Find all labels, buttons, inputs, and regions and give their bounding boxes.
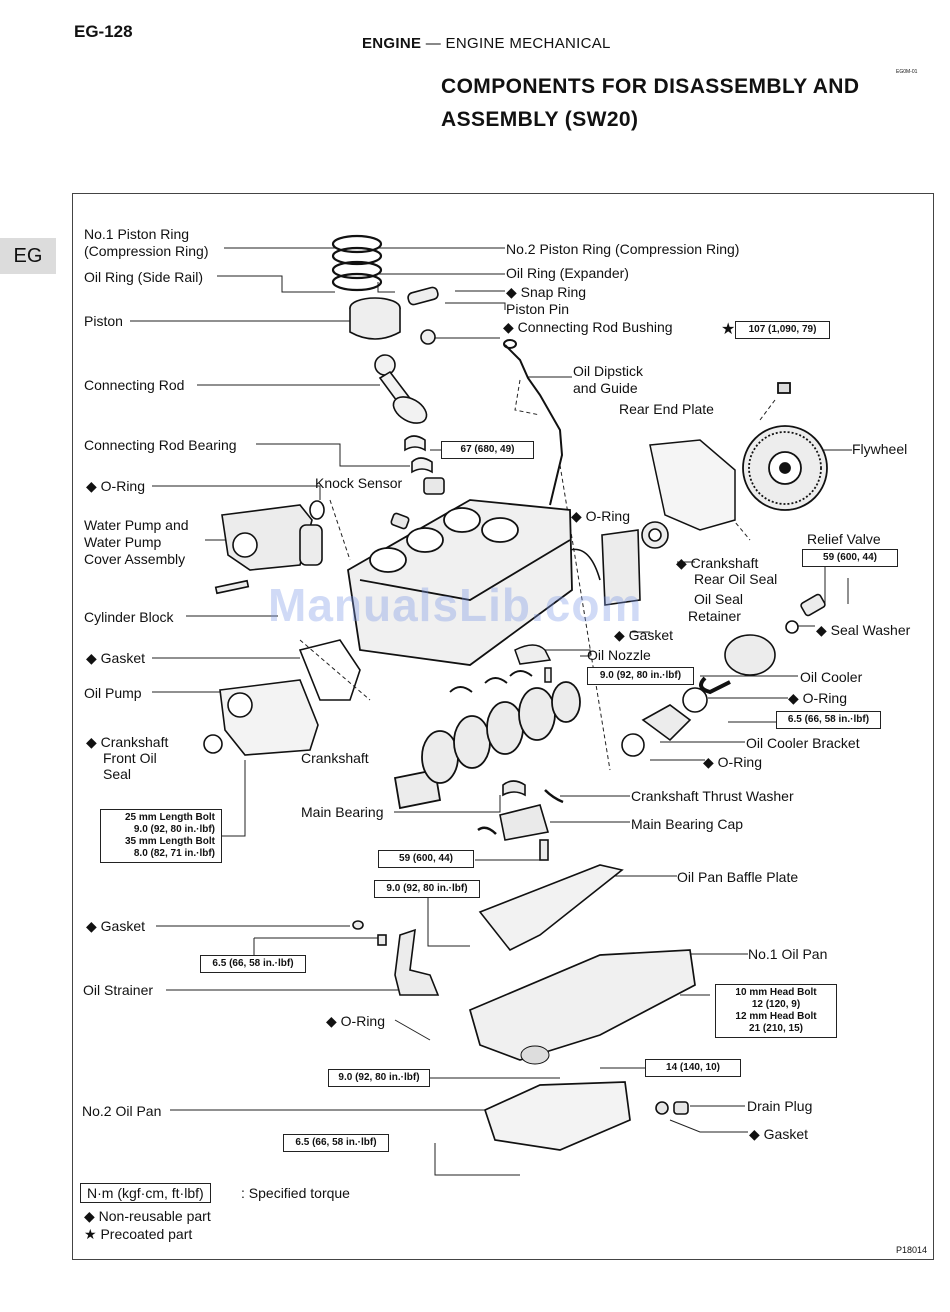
diagram-frame bbox=[72, 193, 934, 1260]
torque-oil-pump-bolts: 25 mm Length Bolt 9.0 (92, 80 in.·lbf) 3… bbox=[100, 809, 222, 863]
label-flywheel: Flywheel bbox=[852, 441, 908, 457]
label-oil-pump: Oil Pump bbox=[84, 685, 142, 701]
torque-no1-oil-pan-nut: 9.0 (92, 80 in.·lbf) bbox=[328, 1069, 430, 1087]
label-no1-piston-ring: No.1 Piston Ring bbox=[84, 226, 190, 242]
section-rest: — ENGINE MECHANICAL bbox=[421, 35, 611, 52]
label-knock-sensor: Knock Sensor bbox=[315, 475, 403, 491]
section-prefix: ENGINE bbox=[362, 35, 422, 52]
torque-oil-strainer: 6.5 (66, 58 in.·lbf) bbox=[200, 955, 306, 973]
title-line-2: ASSEMBLY (SW20) bbox=[441, 108, 639, 131]
label-oil-pan-baffle-plate: Oil Pan Baffle Plate bbox=[677, 869, 799, 885]
label-oil-strainer: Oil Strainer bbox=[83, 982, 154, 998]
label-water-pump-1: Water Pump and bbox=[84, 517, 189, 533]
label-no2-oil-pan: No.2 Oil Pan bbox=[82, 1103, 162, 1119]
label-oil-seal-retainer: Oil Seal bbox=[694, 591, 744, 607]
watermark: ManualsLib.com bbox=[268, 579, 643, 631]
torque-oil-pan-head-bolts: 10 mm Head Bolt 12 (120, 9) 12 mm Head B… bbox=[715, 984, 837, 1038]
label-gasket-drain-plug: ◆ Gasket bbox=[749, 1126, 809, 1142]
label-no1-piston-ring-sub: (Compression Ring) bbox=[84, 243, 209, 259]
precoat-star-icon: ★ bbox=[721, 321, 736, 338]
label-crankshaft-rear-oil-seal: ◆ Crankshaft bbox=[676, 555, 759, 571]
label-drain-plug: Drain Plug bbox=[747, 1098, 813, 1114]
label-no1-oil-pan: No.1 Oil Pan bbox=[748, 946, 828, 962]
label-piston: Piston bbox=[84, 313, 123, 329]
label-crankshaft-front-oil-seal: ◆ Crankshaft bbox=[86, 734, 169, 750]
torque-head-line-4: 21 (210, 15) bbox=[749, 1023, 803, 1034]
label-gasket-oil-pump: ◆ Gasket bbox=[86, 650, 146, 666]
label-oil-nozzle: Oil Nozzle bbox=[587, 647, 651, 663]
label-crankshaft-thrust-washer: Crankshaft Thrust Washer bbox=[631, 788, 794, 804]
label-o-ring-dipstick: ◆ O-Ring bbox=[571, 508, 631, 524]
label-connecting-rod-bearing: Connecting Rod Bearing bbox=[84, 437, 237, 453]
label-oil-dipstick: Oil Dipstick bbox=[573, 363, 644, 379]
label-oil-ring-expander: Oil Ring (Expander) bbox=[506, 265, 629, 281]
torque-main-bearing-cap: 59 (600, 44) bbox=[378, 850, 474, 868]
legend-precoated: ★ Precoated part bbox=[84, 1226, 193, 1242]
label-main-bearing-cap: Main Bearing Cap bbox=[631, 816, 744, 832]
torque-flywheel: 107 (1,090, 79) bbox=[735, 321, 830, 339]
torque-bolt-line-1: 25 mm Length Bolt bbox=[124, 812, 215, 823]
torque-head-line-2: 12 (120, 9) bbox=[751, 999, 801, 1010]
label-crankshaft: Crankshaft bbox=[301, 750, 369, 766]
label-relief-valve: Relief Valve bbox=[807, 531, 881, 547]
label-oil-ring-side-rail: Oil Ring (Side Rail) bbox=[84, 269, 204, 285]
label-oil-cooler-bracket: Oil Cooler Bracket bbox=[746, 735, 860, 751]
torque-head-line-3: 12 mm Head Bolt bbox=[735, 1011, 817, 1022]
page-number: EG-128 bbox=[74, 22, 133, 41]
legend-specified-torque: : Specified torque bbox=[241, 1185, 350, 1201]
torque-bolt-line-4: 8.0 (82, 71 in.·lbf) bbox=[133, 848, 215, 859]
torque-oil-nozzle: 9.0 (92, 80 in.·lbf) bbox=[587, 667, 694, 685]
torque-head-line-1: 10 mm Head Bolt bbox=[735, 987, 817, 998]
label-o-ring-oil-pan: ◆ O-Ring bbox=[326, 1013, 386, 1029]
label-crankshaft-front-oil-seal-3: Seal bbox=[103, 766, 132, 782]
label-water-pump-3: Cover Assembly bbox=[84, 551, 186, 567]
page-title: COMPONENTS FOR DISASSEMBLY AND ASSEMBLY … bbox=[441, 70, 859, 136]
label-oil-seal-retainer-sub: Retainer bbox=[688, 608, 741, 624]
legend-non-reusable: ◆ Non-reusable part bbox=[84, 1208, 211, 1224]
label-connecting-rod-bushing: ◆ Connecting Rod Bushing bbox=[503, 319, 673, 335]
label-o-ring-oil-cooler: ◆ O-Ring bbox=[788, 690, 848, 706]
torque-connecting-rod: 67 (680, 49) bbox=[441, 441, 534, 459]
title-line-1: COMPONENTS FOR DISASSEMBLY AND bbox=[441, 75, 860, 98]
side-tab[interactable]: EG bbox=[0, 238, 56, 274]
label-crankshaft-rear-oil-seal-sub: Rear Oil Seal bbox=[694, 571, 778, 587]
label-oil-dipstick-guide: and Guide bbox=[573, 380, 638, 396]
label-no2-piston-ring: No.2 Piston Ring (Compression Ring) bbox=[506, 241, 740, 257]
torque-no1-oil-pan: 14 (140, 10) bbox=[645, 1059, 741, 1077]
label-cylinder-block: Cylinder Block bbox=[84, 609, 174, 625]
label-connecting-rod: Connecting Rod bbox=[84, 377, 185, 393]
label-o-ring-bracket: ◆ O-Ring bbox=[703, 754, 763, 770]
label-seal-washer: ◆ Seal Washer bbox=[816, 622, 911, 638]
label-rear-end-plate: Rear End Plate bbox=[619, 401, 714, 417]
label-crankshaft-front-oil-seal-2: Front Oil bbox=[103, 750, 157, 766]
torque-no2-oil-pan: 6.5 (66, 58 in.·lbf) bbox=[283, 1134, 389, 1152]
label-oil-cooler: Oil Cooler bbox=[800, 669, 863, 685]
legend-unit-box: N·m (kgf·cm, ft·lbf) bbox=[80, 1183, 211, 1203]
label-piston-pin: Piston Pin bbox=[506, 301, 570, 317]
label-main-bearing: Main Bearing bbox=[301, 804, 384, 820]
doc-code: EG0M-01 bbox=[896, 69, 918, 75]
section-header: ENGINE — ENGINE MECHANICAL bbox=[362, 35, 611, 52]
torque-bolt-line-3: 35 mm Length Bolt bbox=[124, 836, 215, 847]
figure-code: P18014 bbox=[896, 1245, 928, 1255]
label-water-pump-2: Water Pump bbox=[84, 534, 162, 550]
label-gasket-strainer: ◆ Gasket bbox=[86, 918, 146, 934]
label-o-ring-water-pump: ◆ O-Ring bbox=[86, 478, 146, 494]
label-snap-ring: ◆ Snap Ring bbox=[506, 284, 587, 300]
torque-oil-cooler-bracket: 6.5 (66, 58 in.·lbf) bbox=[776, 711, 881, 729]
torque-baffle-plate: 9.0 (92, 80 in.·lbf) bbox=[374, 880, 480, 898]
torque-bolt-line-2: 9.0 (92, 80 in.·lbf) bbox=[133, 824, 215, 835]
torque-relief-valve: 59 (600, 44) bbox=[802, 549, 898, 567]
label-gasket-retainer: ◆ Gasket bbox=[614, 627, 674, 643]
